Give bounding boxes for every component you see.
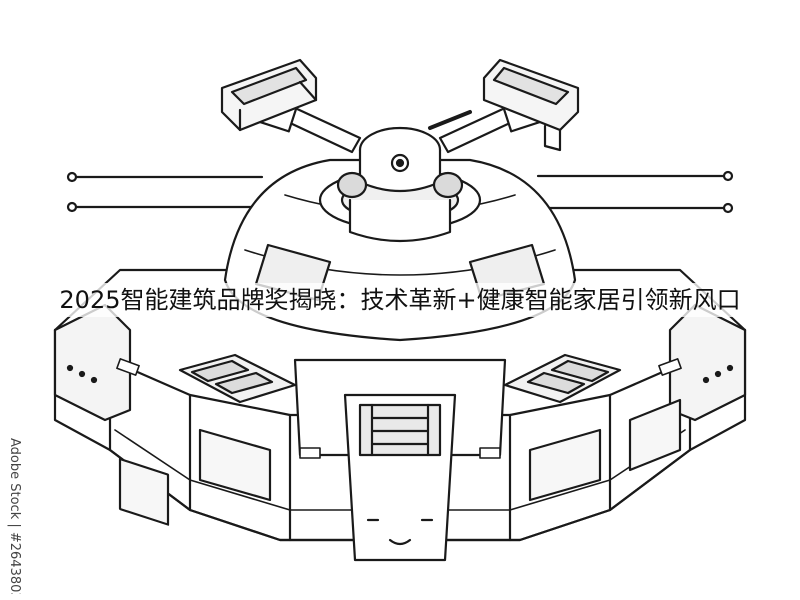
callout-right-top — [536, 170, 734, 182]
watermark-label: Adobe Stock | #26438038 — [7, 438, 22, 594]
front-face — [366, 518, 434, 546]
callout-right-bottom — [536, 202, 734, 214]
cap-knob-left — [336, 171, 368, 199]
callout-left-top — [66, 171, 264, 183]
deck-panel-left — [178, 353, 297, 404]
callout-left-bottom — [66, 201, 264, 213]
watermark-side-text: Adobe Stock | #26438038 — [4, 438, 26, 594]
base-panel-right — [528, 398, 682, 502]
top-cap — [318, 126, 482, 243]
arm-head-right — [482, 58, 580, 152]
base-panel-left — [118, 428, 272, 526]
arm-head-left — [220, 58, 318, 132]
deck-vents — [116, 358, 682, 459]
deck-panel-right — [503, 353, 622, 404]
front-column — [293, 358, 507, 562]
headline-text: 2025智能建筑品牌奖揭晓：技术革新+健康智能家居引领新风口 — [0, 283, 800, 317]
cap-knob-right — [432, 171, 464, 199]
